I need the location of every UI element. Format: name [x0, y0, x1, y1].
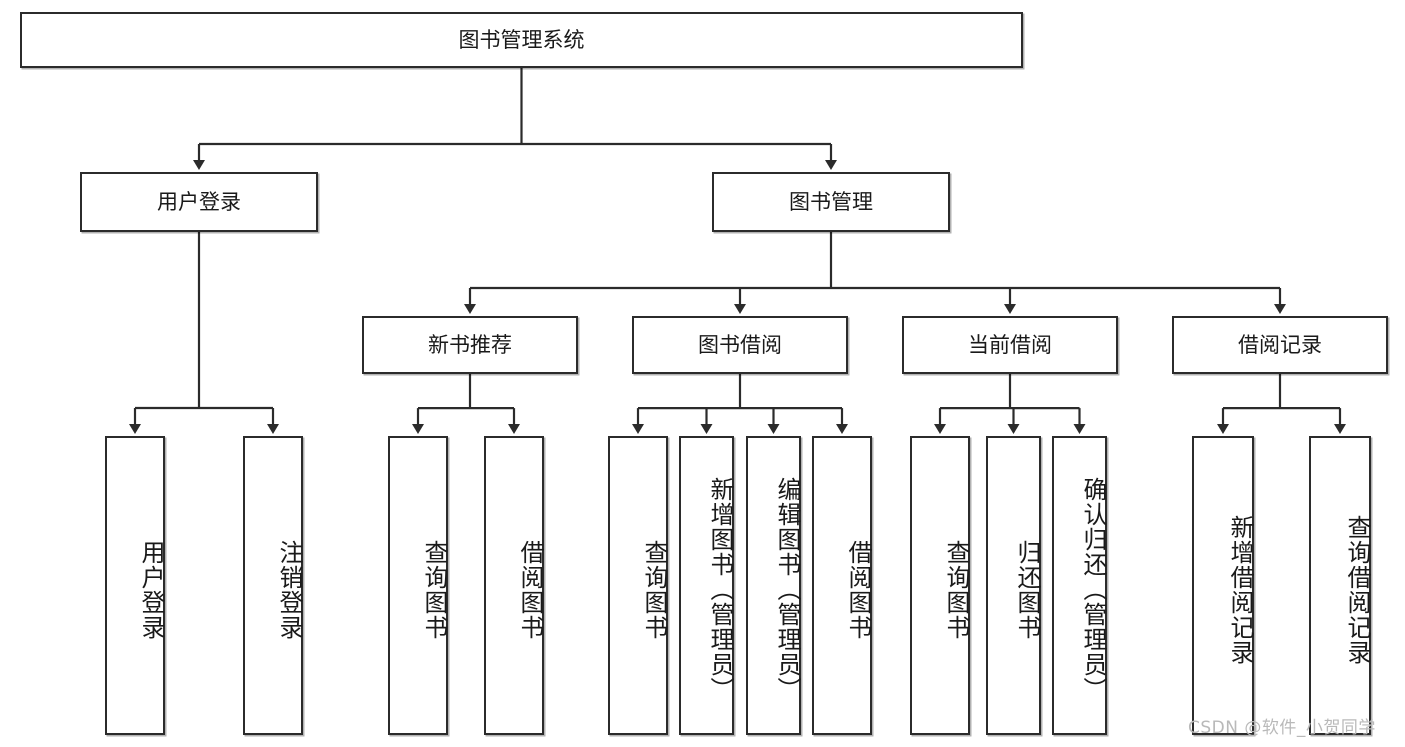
- node-label: 用户登录: [157, 189, 241, 214]
- node-label: 借阅记录: [1238, 332, 1322, 357]
- node-label: 图书借阅: [698, 332, 782, 357]
- node-label: 图书管理系统: [458, 27, 585, 52]
- node-label: 注销登录: [275, 539, 303, 640]
- node-label: 借阅图书: [844, 539, 872, 640]
- node-leaf-records-query: 查询借阅记录: [1309, 436, 1371, 735]
- node-leaf-user-login: 用户登录: [105, 436, 165, 735]
- node-label: 确认归还（管理员）: [1079, 477, 1107, 702]
- node-label: 借阅图书: [516, 539, 544, 640]
- node-leaf-current-return: 归还图书: [986, 436, 1041, 735]
- node-label: 新增借阅记录: [1226, 514, 1254, 665]
- node-leaf-borrow-query: 查询图书: [608, 436, 668, 735]
- node-label: 当前借阅: [968, 332, 1052, 357]
- node-newbooks: 新书推荐: [362, 316, 578, 374]
- node-current: 当前借阅: [902, 316, 1118, 374]
- node-label: 查询图书: [942, 539, 970, 640]
- node-label: 归还图书: [1013, 539, 1041, 640]
- node-leaf-borrow-lend: 借阅图书: [812, 436, 872, 735]
- node-label: 用户登录: [137, 539, 165, 640]
- node-records: 借阅记录: [1172, 316, 1388, 374]
- node-label: 新书推荐: [428, 332, 512, 357]
- node-label: 新增图书（管理员）: [706, 477, 734, 702]
- node-leaf-borrow-edit: 编辑图书（管理员）: [746, 436, 801, 735]
- node-root: 图书管理系统: [20, 12, 1023, 68]
- node-label: 图书管理: [789, 189, 873, 214]
- node-label: 查询图书: [420, 539, 448, 640]
- node-leaf-user-logout: 注销登录: [243, 436, 303, 735]
- node-bookmgmt: 图书管理: [712, 172, 950, 232]
- node-leaf-records-add: 新增借阅记录: [1192, 436, 1254, 735]
- node-label: 查询借阅记录: [1343, 514, 1371, 665]
- node-leaf-current-confirm: 确认归还（管理员）: [1052, 436, 1107, 735]
- node-leaf-current-query: 查询图书: [910, 436, 970, 735]
- node-leaf-newbooks-query: 查询图书: [388, 436, 448, 735]
- node-label: 查询图书: [640, 539, 668, 640]
- node-login: 用户登录: [80, 172, 318, 232]
- node-borrow: 图书借阅: [632, 316, 848, 374]
- node-leaf-borrow-add: 新增图书（管理员）: [679, 436, 734, 735]
- watermark-label: CSDN @软件_小贺同学: [1188, 718, 1376, 738]
- node-leaf-newbooks-borrow: 借阅图书: [484, 436, 544, 735]
- node-label: 编辑图书（管理员）: [773, 477, 801, 702]
